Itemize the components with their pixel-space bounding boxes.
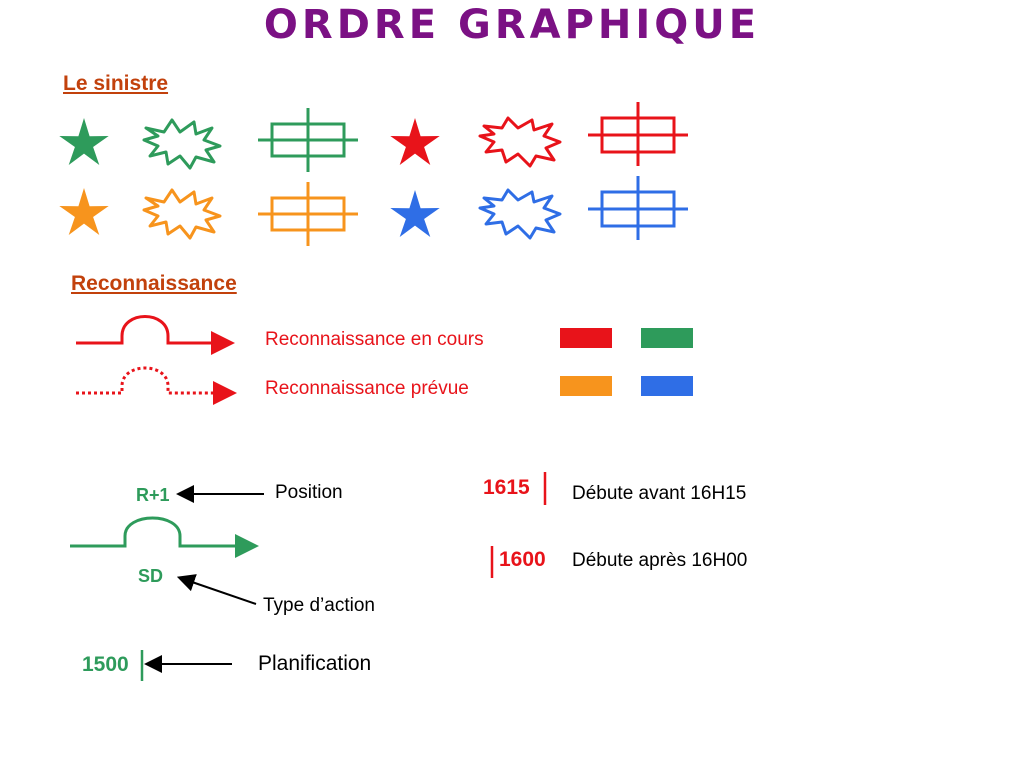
before-label: Débute avant 16H15 (572, 483, 747, 504)
recon-en-cours-symbol (76, 315, 235, 355)
position-label: Position (275, 482, 343, 503)
action-label: Type d’action (263, 595, 375, 616)
cross-box-icon (588, 102, 688, 166)
cross-box-icon (258, 182, 358, 246)
cross-box-icon (258, 108, 358, 172)
section-heading-reconnaissance: Reconnaissance (71, 272, 237, 295)
cross-box-icon (588, 176, 688, 240)
star-icon (390, 190, 440, 237)
position-symbol (70, 516, 259, 558)
recon-en-cours-label: Reconnaissance en cours (265, 329, 484, 350)
swatch-red (560, 328, 612, 348)
explosion-icon (142, 188, 222, 240)
planning-label: Planification (258, 652, 372, 675)
star-icon (59, 118, 109, 165)
star-icon (59, 188, 109, 235)
explosion-icon (478, 116, 562, 168)
explosion-icon (478, 188, 562, 240)
before-code: 1615 (483, 476, 530, 499)
swatch-blue (641, 376, 693, 396)
explosion-icon (142, 118, 222, 170)
planning-code: 1500 (82, 653, 129, 676)
star-icon (390, 118, 440, 165)
after-label: Débute après 16H00 (572, 550, 748, 571)
action-code: SD (138, 566, 164, 586)
page-title: ORDRE GRAPHIQUE (263, 2, 761, 48)
swatch-orange (560, 376, 612, 396)
position-code: R+1 (136, 485, 170, 505)
recon-prevue-symbol (76, 366, 237, 405)
section-heading-sinistre: Le sinistre (63, 72, 169, 95)
after-code: 1600 (499, 548, 546, 571)
action-pointer-arrow (176, 574, 257, 605)
recon-prevue-label: Reconnaissance prévue (265, 378, 469, 399)
swatch-green (641, 328, 693, 348)
